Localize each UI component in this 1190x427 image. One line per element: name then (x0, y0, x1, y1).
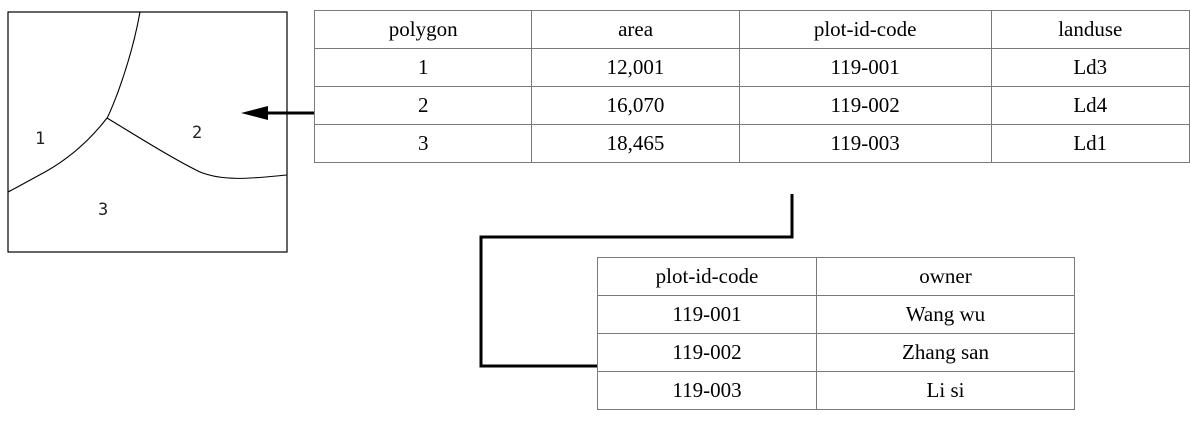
polygon-label-2: 2 (192, 123, 203, 143)
table-header-row: polygon area plot-id-code landuse (313, 10, 1190, 49)
cell-polygon: 3 (313, 124, 533, 163)
table-row: 119-002 Zhang san (597, 333, 1075, 372)
column-header-plot-id-code: plot-id-code (597, 257, 817, 296)
cell-polygon: 1 (313, 48, 533, 87)
polygon-label-3: 3 (98, 200, 109, 220)
owner-table: plot-id-code owner 119-001 Wang wu 119-0… (597, 257, 1075, 410)
column-header-area: area (531, 10, 740, 49)
cell-landuse: Ld1 (990, 124, 1190, 163)
cell-plot-id-code: 119-002 (738, 86, 992, 125)
polygon-map-drawing (7, 11, 288, 253)
cell-landuse: Ld4 (990, 86, 1190, 125)
polygon-label-1: 1 (35, 129, 46, 149)
cell-owner: Wang wu (816, 295, 1075, 334)
boundary-1-2 (106, 11, 141, 119)
cell-polygon: 2 (313, 86, 533, 125)
table-row: 3 18,465 119-003 Ld1 (313, 124, 1190, 163)
cell-plot-id-code: 119-001 (738, 48, 992, 87)
cell-owner: Li si (816, 371, 1075, 410)
table-row: 119-003 Li si (597, 371, 1075, 410)
column-header-owner: owner (816, 257, 1075, 296)
arrow-head (241, 106, 268, 120)
cell-owner: Zhang san (816, 333, 1075, 372)
table-row: 1 12,001 119-001 Ld3 (313, 48, 1190, 87)
cell-plot-id-code: 119-002 (597, 333, 817, 372)
table-row: 119-001 Wang wu (597, 295, 1075, 334)
table-link-line (479, 194, 794, 368)
cell-plot-id-code: 119-003 (738, 124, 992, 163)
cell-plot-id-code: 119-003 (597, 371, 817, 410)
column-header-polygon: polygon (313, 10, 533, 49)
cell-landuse: Ld3 (990, 48, 1190, 87)
table-header-row: plot-id-code owner (597, 257, 1075, 296)
table-row: 2 16,070 119-002 Ld4 (313, 86, 1190, 125)
cell-area: 16,070 (531, 86, 740, 125)
column-header-landuse: landuse (990, 10, 1190, 49)
map-frame (7, 11, 288, 253)
polygon-attribute-table: polygon area plot-id-code landuse 1 12,0… (313, 10, 1190, 163)
cell-area: 18,465 (531, 124, 740, 163)
cell-area: 12,001 (531, 48, 740, 87)
boundary-1-3 (7, 117, 108, 193)
column-header-plot-id-code: plot-id-code (738, 10, 992, 49)
polygon-map: 1 2 3 (0, 0, 300, 270)
cell-plot-id-code: 119-001 (597, 295, 817, 334)
boundary-2-3 (106, 117, 288, 179)
